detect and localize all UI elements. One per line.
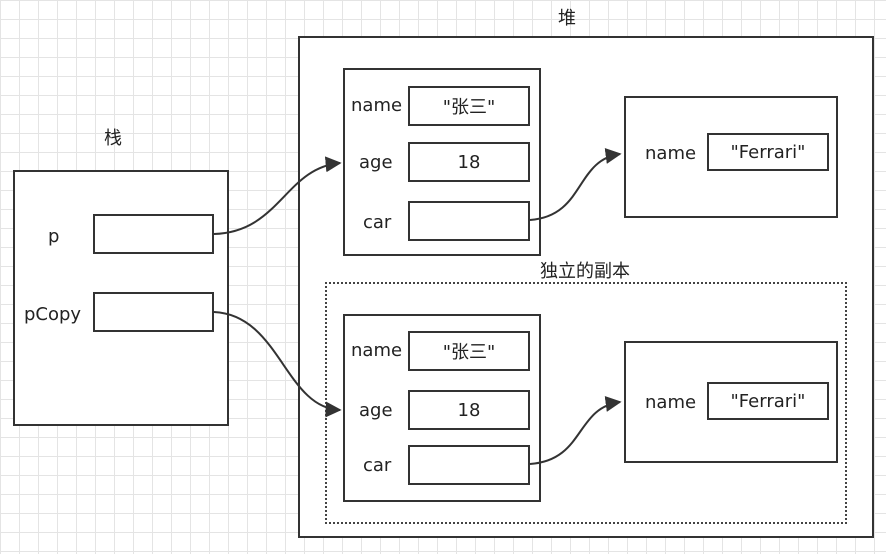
car-field-value-name: "Ferrari": [707, 133, 829, 171]
stack-var-label-pcopy: pCopy: [24, 304, 82, 325]
heap-title: 堆: [558, 8, 576, 29]
copy-field-key-name: name: [351, 340, 403, 361]
copy-car-field-value-name: "Ferrari": [707, 382, 829, 420]
field-value-name: "张三": [408, 86, 530, 126]
copy-field-key-age: age: [359, 400, 393, 421]
copy-field-value-name: "张三": [408, 331, 530, 371]
field-key-age: age: [359, 152, 393, 173]
stack-var-label-p: p: [48, 226, 60, 247]
field-key-car: car: [363, 212, 392, 233]
copy-field-value-car-ref: [408, 445, 530, 485]
stack-title: 栈: [104, 128, 122, 149]
field-value-age: 18: [408, 142, 530, 182]
copy-field-key-car: car: [363, 455, 392, 476]
stack-slot-p[interactable]: [93, 214, 214, 254]
field-value-car-ref: [408, 201, 530, 241]
stack-slot-pcopy[interactable]: [93, 292, 214, 332]
copy-note: 独立的副本: [540, 261, 630, 282]
field-key-name: name: [351, 95, 403, 116]
car-field-key-name: name: [645, 143, 697, 164]
copy-car-field-key-name: name: [645, 392, 697, 413]
copy-field-value-age: 18: [408, 390, 530, 430]
